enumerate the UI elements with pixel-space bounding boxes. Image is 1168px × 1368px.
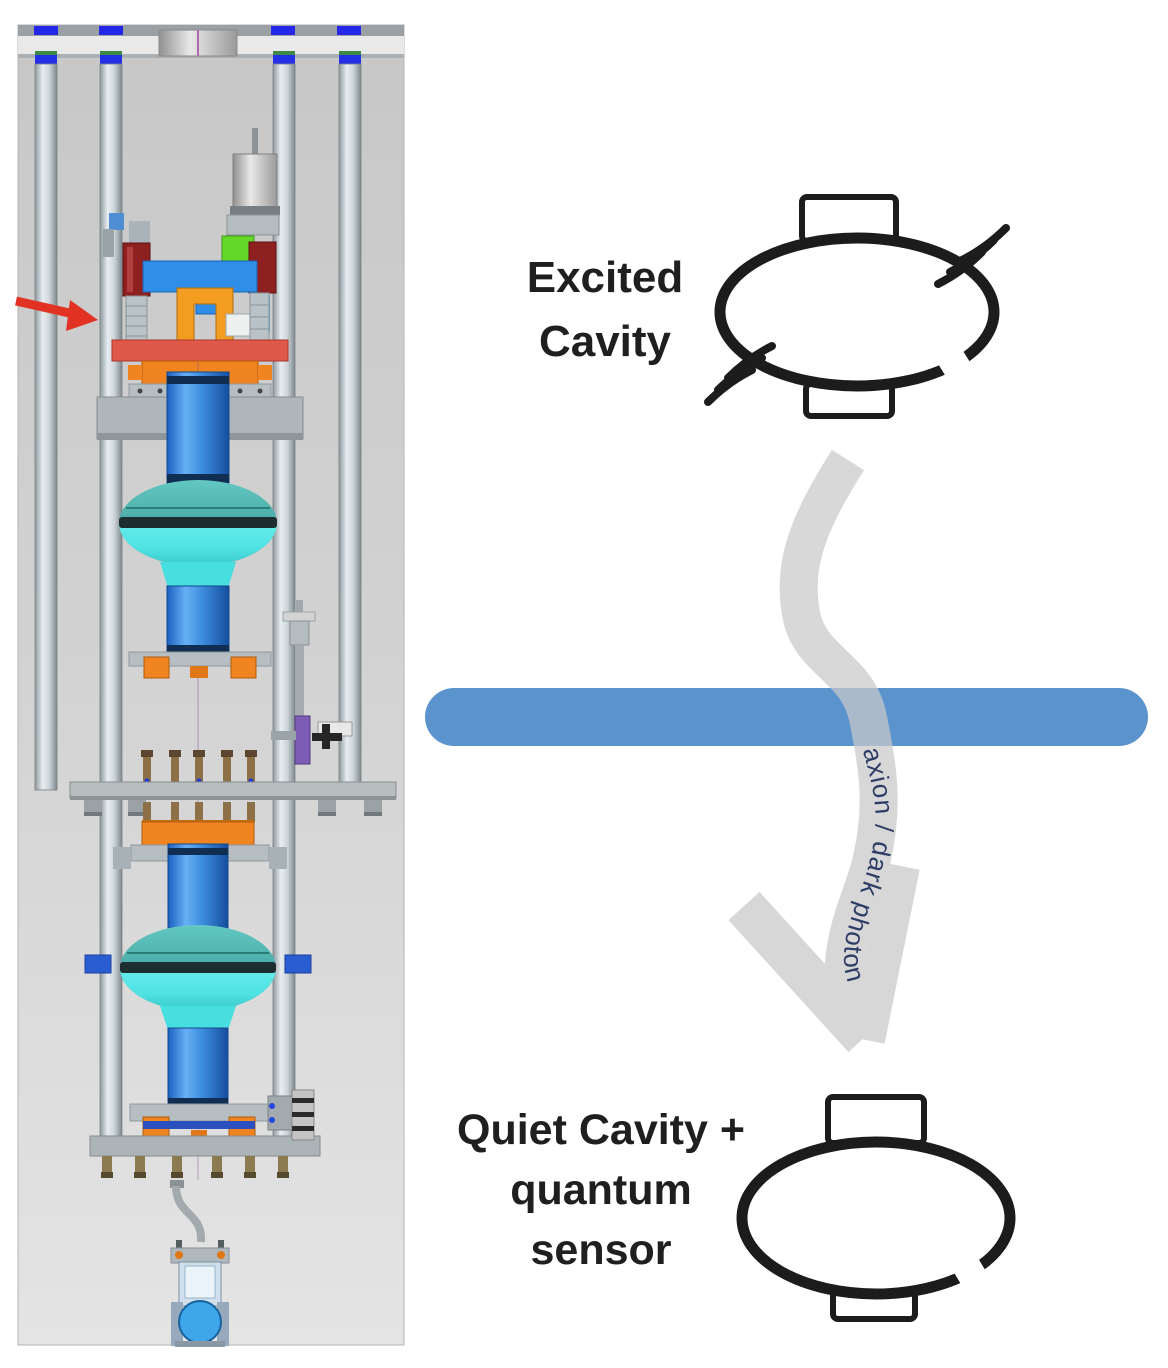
excited-cavity-label-line1: Excited <box>526 253 684 302</box>
lower-flange-bolts <box>101 1156 289 1178</box>
support-rails <box>34 51 362 1143</box>
flow-arrowhead-left-arm <box>728 891 880 1053</box>
stroke-gap <box>938 349 970 377</box>
cad-render-panel <box>15 24 405 1347</box>
rail-outer-right <box>338 51 362 791</box>
cavity-ellipse <box>714 232 1000 392</box>
quiet-cavity-label-line1: Quiet Cavity + <box>457 1106 745 1154</box>
vibration-marks-lower-left <box>704 342 776 406</box>
cavity-ellipse <box>736 1136 1016 1300</box>
quiet-cavity-label-line3: sensor <box>530 1226 672 1274</box>
tuner-motor-assembly <box>103 128 289 387</box>
excited-cavity-icon <box>704 194 1010 419</box>
flow-arrowhead-right-arm <box>847 862 920 1044</box>
cavity-top-port <box>825 1094 927 1146</box>
rail-outer-left <box>34 51 58 791</box>
quiet-cavity-label: Quiet Cavity + quantum sensor <box>425 1100 777 1280</box>
lower-srf-cavity <box>84 802 321 1178</box>
upper-beam-pipe <box>166 371 230 485</box>
s-shaped-tube <box>172 1185 206 1243</box>
right-gauge-hardware <box>267 1089 315 1141</box>
excited-cavity-label-line2: Cavity <box>538 317 672 366</box>
top-plate <box>18 25 404 58</box>
wall-bar <box>425 688 1148 746</box>
quiet-cavity-icon <box>736 1094 1016 1322</box>
mid-support-shelf <box>69 781 397 816</box>
quiet-cavity-label-line2: quantum <box>510 1166 692 1214</box>
stroke-gap <box>954 1258 986 1286</box>
flow-arrow-icon <box>728 449 920 1053</box>
flow-arrow-shaft <box>779 449 898 1021</box>
vacuum-valve <box>271 600 353 765</box>
bottom-coupler-assembly <box>170 1180 230 1347</box>
lower-beam-pipe <box>167 843 229 929</box>
vibration-marks-upper-right <box>934 224 1010 288</box>
pointer-arrow-icon <box>15 296 98 331</box>
blue-bracket-beam <box>142 260 258 293</box>
excited-cavity-label: Excited Cavity <box>455 246 755 374</box>
upper-srf-cavity <box>119 371 277 784</box>
